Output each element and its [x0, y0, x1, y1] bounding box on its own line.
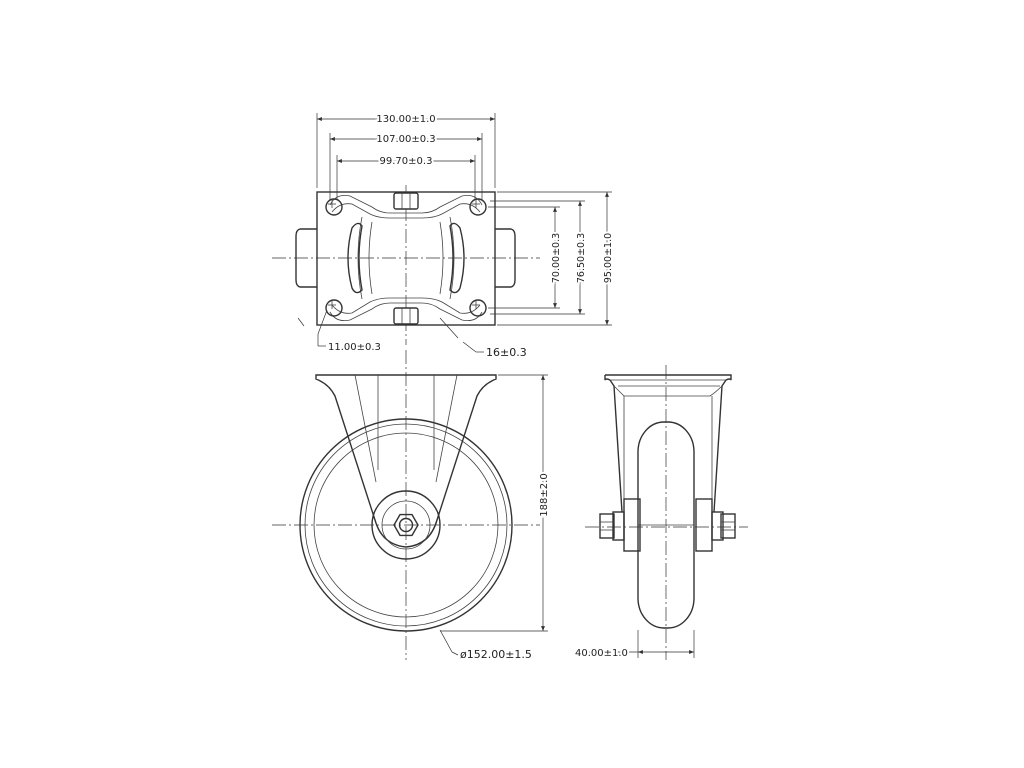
dim-hole-height-outer: 76.50±0.3 [576, 233, 587, 283]
dim-hole-width-outer: 107.00±0.3 [376, 134, 435, 145]
dim-wheel-width: 40.00±1.0 [575, 648, 628, 659]
side-view: 40.00±1.0 [573, 365, 748, 661]
dim-hole-height-inner: 70.00±0.3 [551, 233, 562, 283]
dim-hole-width-inner: 99.70±0.3 [380, 156, 433, 167]
dim-slot-size: 16±0.3 [486, 346, 527, 359]
dim-overall-depth: 95.00±1.0 [603, 233, 614, 283]
dim-total-height: 188±2.0 [539, 473, 550, 516]
dim-overall-width: 130.00±1.0 [376, 114, 435, 125]
dim-wheel-diameter: ø152.00±1.5 [460, 648, 532, 661]
dim-hole-diameter: 11.00±0.3 [328, 342, 381, 353]
top-view: 130.00±1.0 107.00±0.3 99.70±0.3 70.00±0.… [272, 112, 616, 359]
front-view: 188±2.0 ø152.00±1.5 [272, 350, 552, 661]
